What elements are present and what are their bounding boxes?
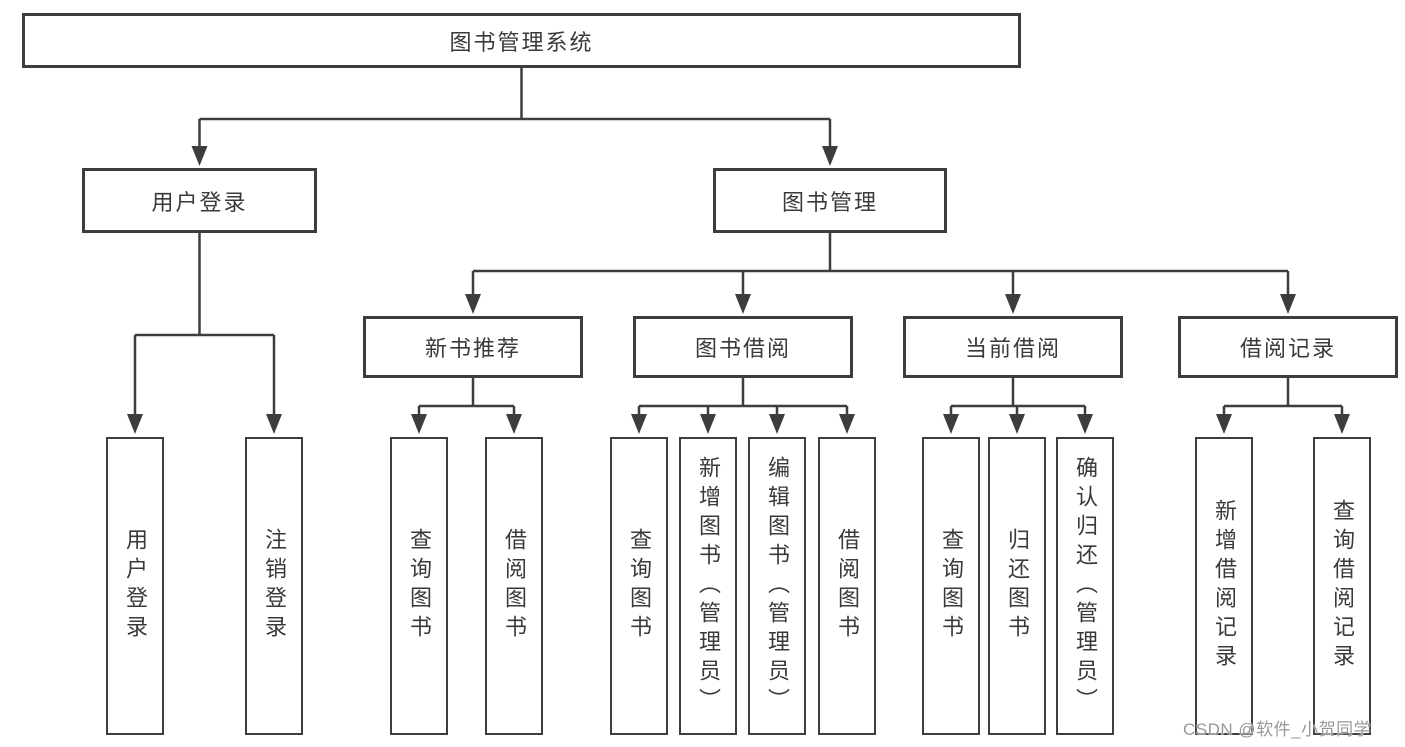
- node-borrowing-records: 借阅记录: [1178, 316, 1398, 378]
- leaf-borrow-books-recommend: 借阅图书: [485, 437, 543, 735]
- leaf-edit-book-admin: 编辑图书（管理员）: [748, 437, 806, 735]
- node-book-management: 图书管理: [713, 168, 947, 233]
- leaf-query-borrow-record: 查询借阅记录: [1313, 437, 1371, 735]
- leaf-return-book: 归还图书: [988, 437, 1046, 735]
- leaf-query-books-borrowing: 查询图书: [610, 437, 668, 735]
- watermark: CSDN @软件_小贺同学: [1183, 720, 1372, 739]
- leaf-user-login: 用户登录: [106, 437, 164, 735]
- leaf-borrow-books: 借阅图书: [818, 437, 876, 735]
- node-library-management-system: 图书管理系统: [22, 13, 1021, 68]
- node-new-book-recommend: 新书推荐: [363, 316, 583, 378]
- leaf-add-borrow-record: 新增借阅记录: [1195, 437, 1253, 735]
- leaf-add-book-admin: 新增图书（管理员）: [679, 437, 737, 735]
- leaf-logout-login: 注销登录: [245, 437, 303, 735]
- leaf-query-books-recommend: 查询图书: [390, 437, 448, 735]
- leaf-query-books-current: 查询图书: [922, 437, 980, 735]
- node-user-login: 用户登录: [82, 168, 317, 233]
- node-book-borrowing: 图书借阅: [633, 316, 853, 378]
- leaf-confirm-return-admin: 确认归还（管理员）: [1056, 437, 1114, 735]
- node-current-borrowing: 当前借阅: [903, 316, 1123, 378]
